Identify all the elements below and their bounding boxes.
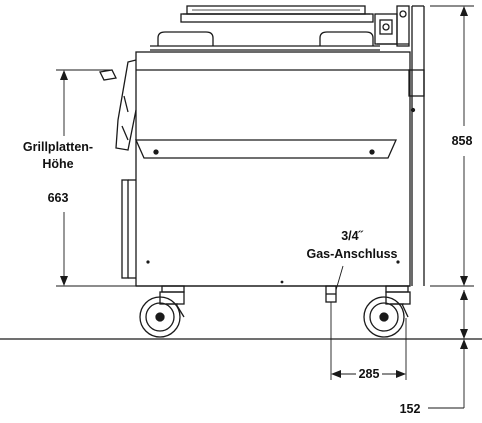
valve-fitting [374,5,410,47]
gas-offset-value: 285 [359,367,380,381]
top-grate [180,5,374,23]
dimension-gas-offset [330,302,407,380]
dimension-floor-offset [428,290,468,409]
floor-offset-value: 152 [400,402,421,416]
back-panel [408,5,425,286]
gas-leader-line [335,265,344,291]
body-rivets [146,260,400,284]
left-rail [121,179,136,279]
dimension-total-height [430,5,474,287]
total-height-value: 858 [452,134,473,148]
side-hinge [99,59,137,151]
gas-size-label: 3/4˝ [341,229,363,243]
right-caster [363,285,411,338]
gas-connection [325,285,337,303]
left-caster [139,285,185,338]
gas-connection-label: Gas-Anschluss [306,247,397,261]
top-handles [150,31,380,51]
plate-height-value: 663 [48,191,69,205]
plate-height-title-line2: Höhe [42,157,73,171]
plate-height-title-line1: Grillplatten- [23,140,93,154]
dimension-plate-height [56,69,136,287]
drip-tray [134,139,398,159]
